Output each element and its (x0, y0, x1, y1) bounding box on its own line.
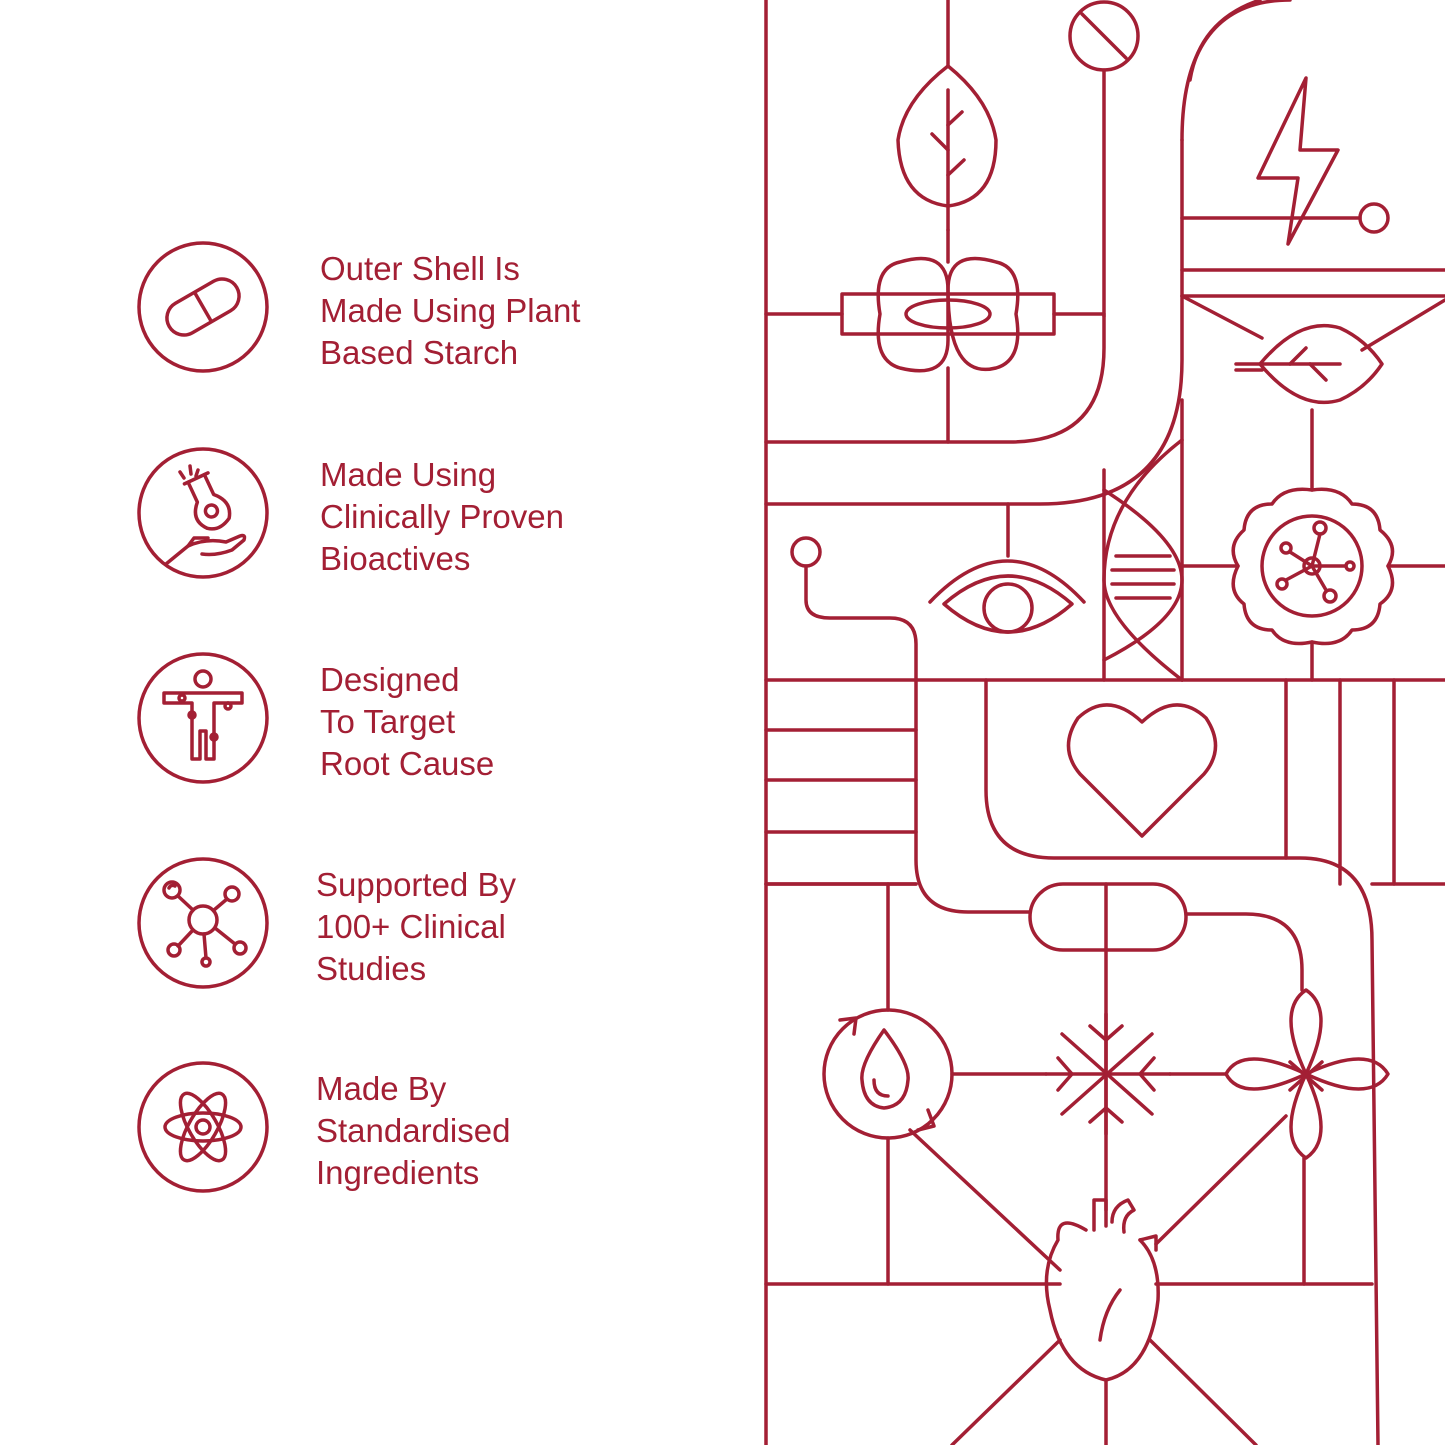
leaf-icon (896, 0, 998, 232)
flower-molecule-icon (1180, 487, 1445, 682)
snowflake-icon (950, 1012, 1228, 1136)
leaf-horizontal-icon (1234, 323, 1384, 492)
feature-root-cause: Designed To Target Root Cause (136, 651, 736, 791)
no-sign-icon (1068, 0, 1140, 318)
dna-icon (1102, 398, 1184, 682)
feature-label: Outer Shell Is Made Using Plant Based St… (320, 250, 581, 371)
feature-bioactives: Made Using Clinically Proven Bioactives (136, 446, 736, 586)
atom-icon (137, 1061, 269, 1193)
feature-label: Made Using Clinically Proven Bioactives (320, 456, 564, 577)
decorative-line-art (764, 0, 1445, 1445)
feature-list: Outer Shell Is Made Using Plant Based St… (136, 240, 736, 1200)
anatomical-heart-icon (1044, 1198, 1160, 1382)
molecule-icon (137, 857, 269, 989)
feature-label: Supported By 100+ Clinical Studies (316, 866, 516, 987)
flower-icon (1224, 988, 1390, 1160)
heart-icon (1066, 703, 1218, 838)
kidney-icon (764, 228, 1106, 444)
body-target-icon (137, 652, 269, 784)
feature-plant-starch: Outer Shell Is Made Using Plant Based St… (136, 240, 736, 380)
eye-icon (928, 502, 1086, 634)
lab-flask-hand-icon (137, 447, 269, 579)
feature-label: Made By Standardised Ingredients (316, 1070, 511, 1191)
feature-standardised: Made By Standardised Ingredients (136, 1060, 736, 1200)
feature-clinical-studies: Supported By 100+ Clinical Studies (136, 856, 736, 996)
lightning-icon (1180, 76, 1390, 246)
capsule-icon (1028, 882, 1188, 952)
feature-label: Designed To Target Root Cause (320, 661, 495, 782)
capsule-icon (137, 241, 269, 373)
water-cycle-icon (822, 1008, 954, 1140)
